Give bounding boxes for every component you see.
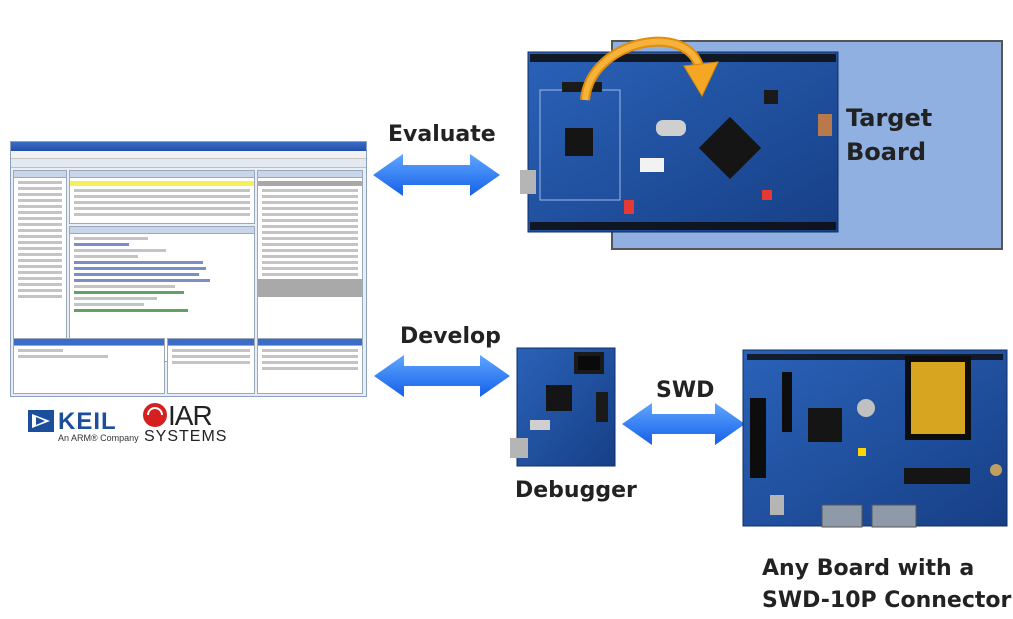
iar-logo: IAR SYSTEMS <box>140 400 226 446</box>
ide-registers-pane <box>13 170 67 362</box>
ide-screenshot <box>10 141 367 397</box>
develop-label: Develop <box>400 324 501 349</box>
iar-subtitle: SYSTEMS <box>144 428 228 445</box>
any-board-pcb <box>742 349 1008 528</box>
keil-logo: KEIL An ARM® Company <box>28 406 139 446</box>
iar-circle-icon <box>143 403 167 427</box>
debugger-pcb <box>510 347 616 467</box>
ide-disassembly-pane <box>69 170 255 224</box>
ide-toolbar <box>11 159 366 168</box>
target-board-pcb <box>520 51 839 233</box>
swd-arrow <box>622 403 745 445</box>
develop-arrow <box>374 355 510 397</box>
any-board-label-line2: SWD-10P Connector <box>762 588 1012 613</box>
ide-callstack-pane <box>167 338 255 394</box>
evaluate-arrow <box>373 154 500 196</box>
iar-name: IAR <box>168 400 213 431</box>
target-board-label-line1: Target <box>846 104 933 132</box>
ide-title-bar <box>11 142 366 151</box>
keil-subtitle: An ARM® Company <box>58 433 139 443</box>
debugger-label: Debugger <box>515 478 637 503</box>
target-board-label-line2: Board <box>846 138 926 166</box>
swd-label: SWD <box>656 378 715 403</box>
orange-arrow-head <box>683 61 719 98</box>
keil-mark-icon <box>28 410 54 432</box>
ide-menu-bar <box>11 151 366 159</box>
evaluate-label: Evaluate <box>388 122 496 147</box>
ide-command-pane <box>13 338 165 394</box>
ide-memory-pane <box>257 338 363 394</box>
keil-name: KEIL <box>58 408 117 435</box>
any-board-label-line1: Any Board with a <box>762 556 975 581</box>
